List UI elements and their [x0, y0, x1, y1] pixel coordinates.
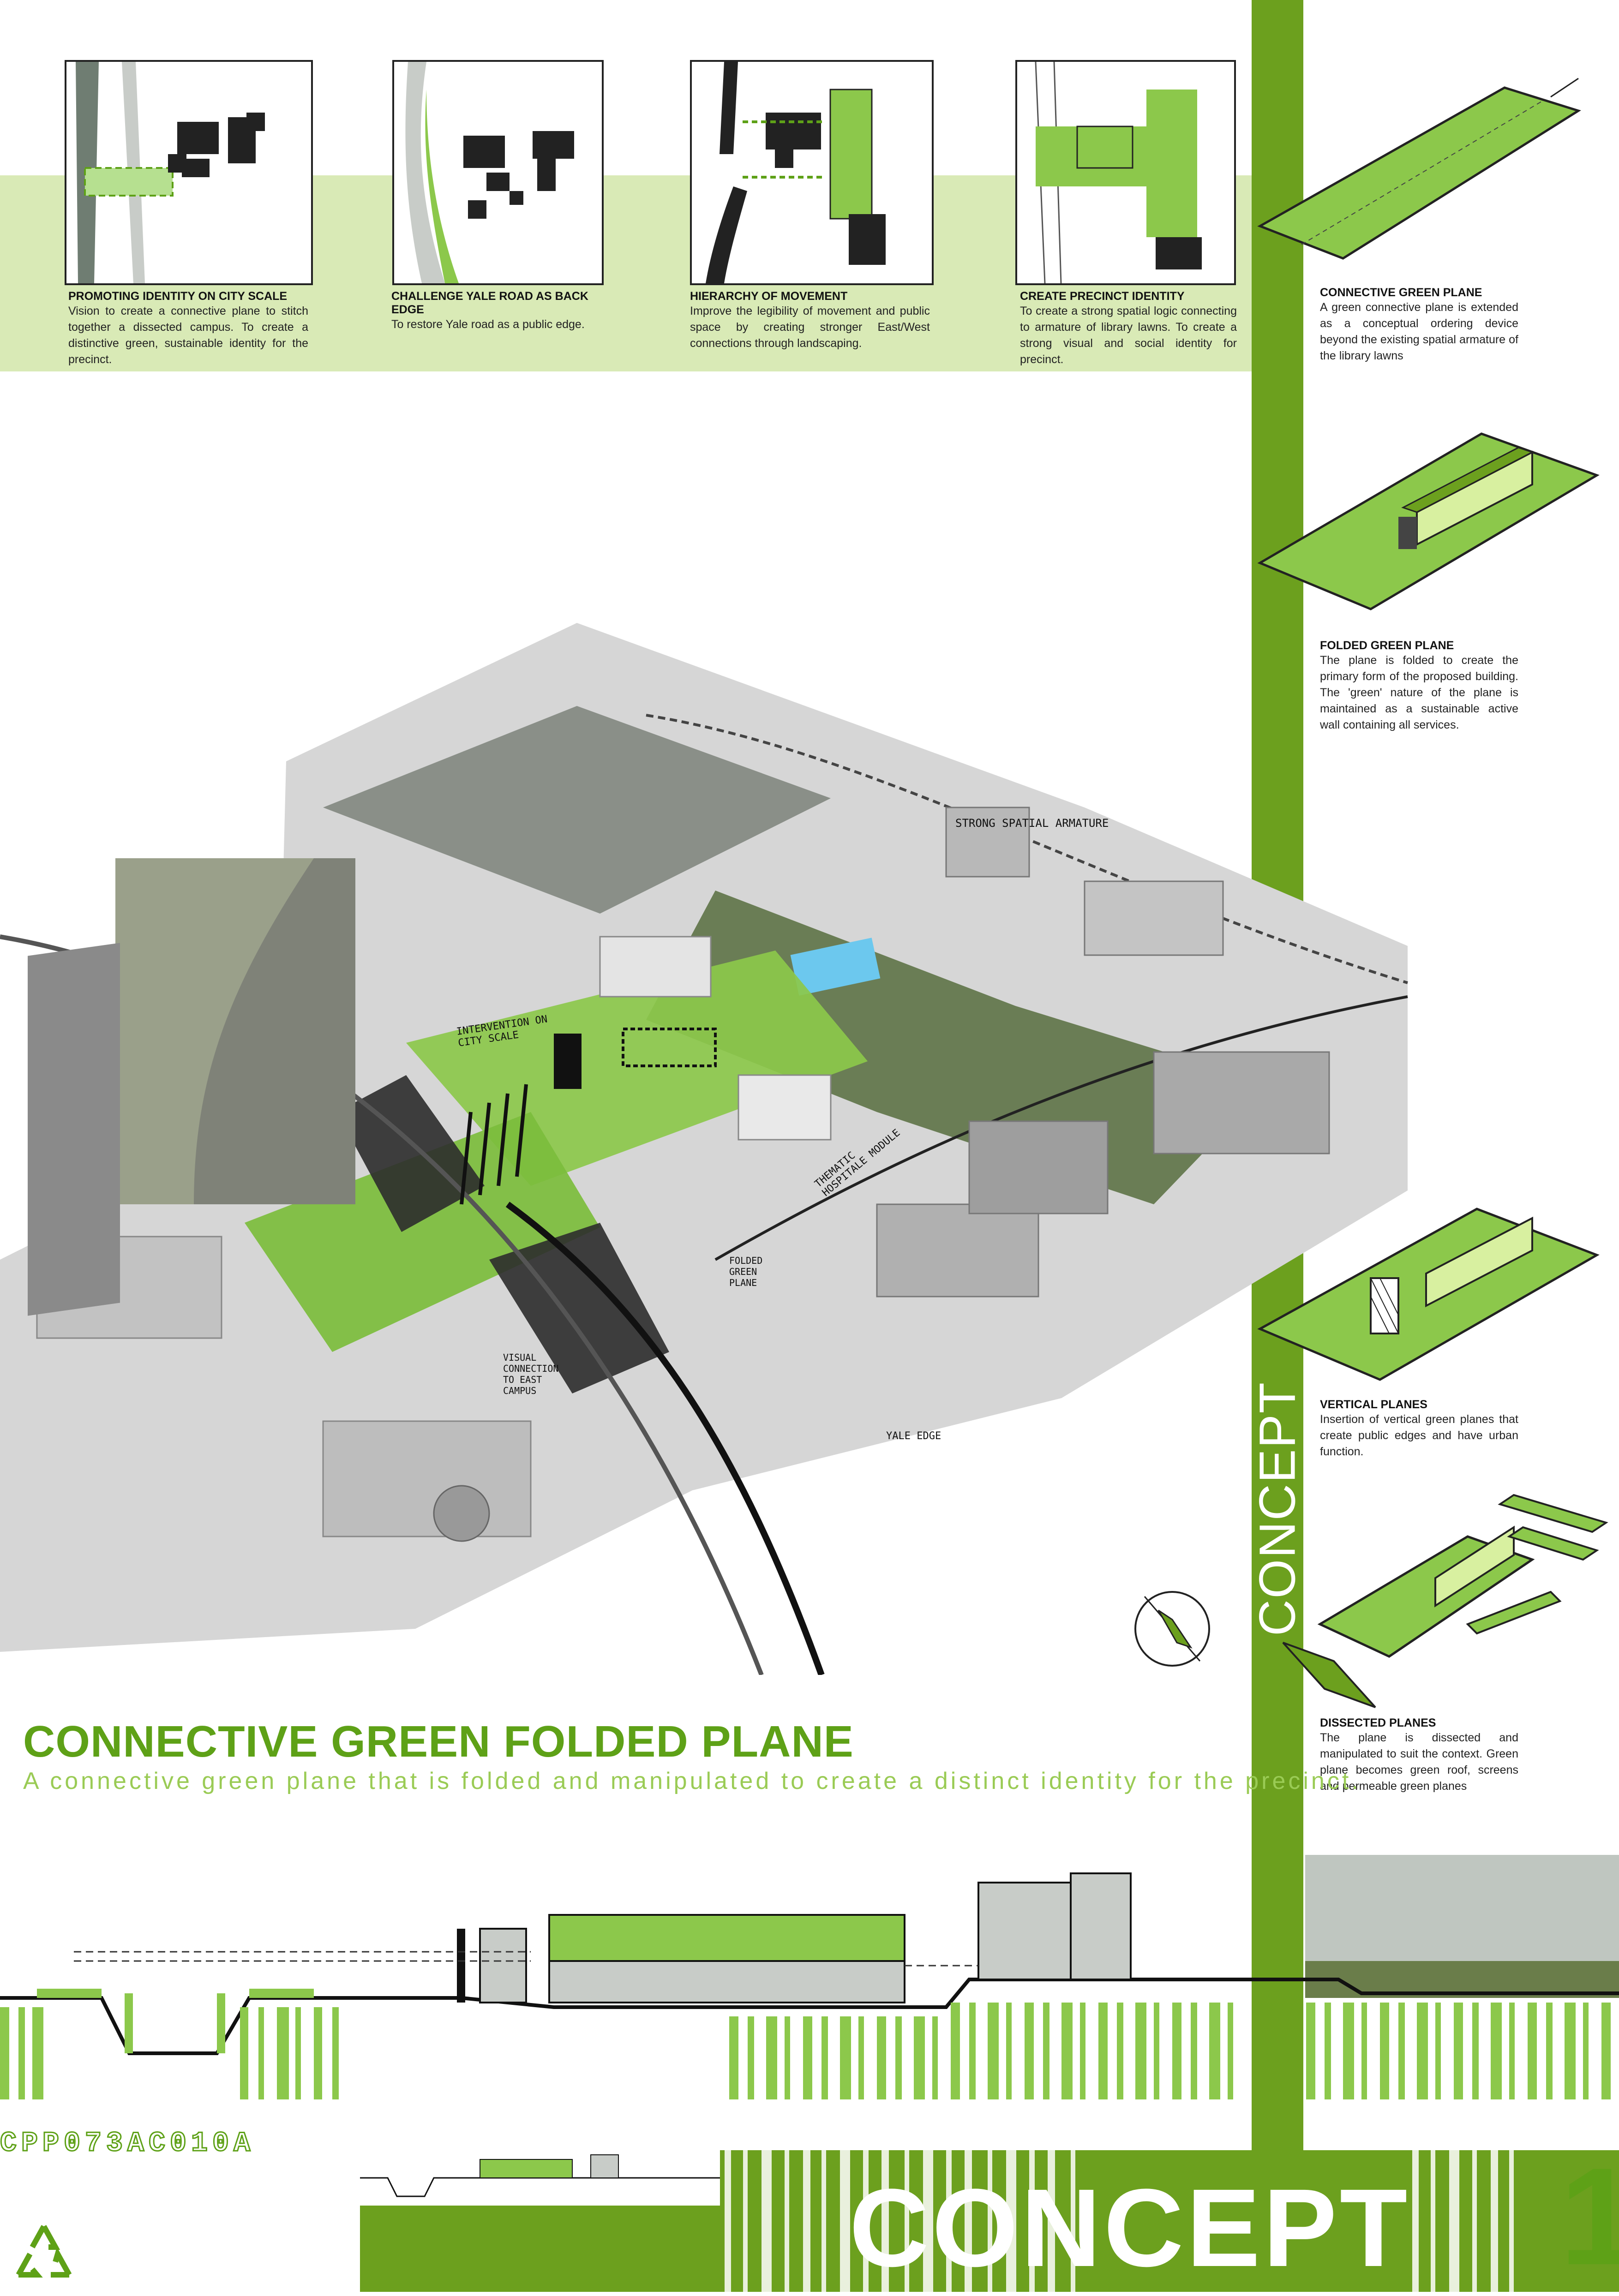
side-text-dissected: DISSECTED PLANES The plane is dissected …	[1320, 1716, 1518, 1794]
sketch-yale-road	[392, 60, 604, 285]
annotation-strong-spatial: STRONG SPATIAL ARMATURE	[955, 817, 1109, 830]
sketch-text-yale-road: CHALLENGE YALE ROAD AS BACK EDGE To rest…	[391, 290, 604, 333]
sketch-description: Improve the legibility of movement and p…	[690, 305, 930, 350]
annotation-visual: VISUAL CONNECTION TO EAST CAMPUS	[503, 1352, 559, 1396]
sheet-number: 1	[1560, 2139, 1619, 2294]
sketch-precinct	[1015, 60, 1236, 285]
sketch-description: To create a strong spatial logic connect…	[1020, 305, 1237, 366]
sketch-city-scale	[65, 60, 313, 285]
annotation-folded: FOLDED GREEN PLANE	[729, 1255, 763, 1288]
diagram-dissected-planes	[1274, 1486, 1611, 1716]
side-title: VERTICAL PLANES	[1320, 1398, 1427, 1411]
sketch-title: HIERARCHY OF MOVEMENT	[690, 290, 848, 303]
sketch-text-movement: HIERARCHY OF MOVEMENT Improve the legibi…	[690, 290, 930, 352]
annotation-yale: YALE EDGE	[886, 1430, 941, 1442]
sketch-description: Vision to create a connective plane to s…	[68, 305, 308, 366]
side-description: The plane is folded to create the primar…	[1320, 654, 1518, 731]
side-description: Insertion of vertical green planes that …	[1320, 1413, 1518, 1458]
diagram-connective-plane	[1255, 69, 1588, 286]
footer-section-mini	[360, 2150, 720, 2206]
sketch-text-city-scale: PROMOTING IDENTITY ON CITY SCALE Vision …	[68, 290, 308, 368]
sketch-title: CREATE PRECINCT IDENTITY	[1020, 290, 1185, 303]
sketch-title: PROMOTING IDENTITY ON CITY SCALE	[68, 290, 288, 303]
sketch-description: To restore Yale road as a public edge.	[391, 318, 585, 331]
side-title: DISSECTED PLANES	[1320, 1716, 1436, 1729]
main-title: CONNECTIVE GREEN FOLDED PLANE	[23, 1717, 854, 1766]
side-description: The plane is dissected and manipulated t…	[1320, 1731, 1518, 1793]
sketch-title: CHALLENGE YALE ROAD AS BACK EDGE	[391, 290, 588, 316]
side-text-vertical: VERTICAL PLANES Insertion of vertical gr…	[1320, 1398, 1518, 1460]
sheet-code: CPP073AC010A	[0, 2128, 255, 2160]
side-title: CONNECTIVE GREEN PLANE	[1320, 286, 1482, 299]
diagram-vertical-planes	[1255, 1200, 1601, 1393]
north-arrow-icon	[1131, 1587, 1214, 1670]
side-description: A green connective plane is extended as …	[1320, 301, 1518, 362]
main-subtitle: A connective green plane that is folded …	[23, 1768, 1361, 1794]
footer-stripes	[720, 2150, 1619, 2292]
side-title: FOLDED GREEN PLANE	[1320, 639, 1454, 652]
recycle-icon	[9, 2219, 78, 2289]
footer-concept-title: CONCEPT	[849, 2166, 1410, 2290]
diagram-folded-plane	[1255, 425, 1601, 618]
sketch-text-precinct: CREATE PRECINCT IDENTITY To create a str…	[1020, 290, 1237, 368]
sketch-movement	[690, 60, 934, 285]
side-text-connective: CONNECTIVE GREEN PLANE A green connectiv…	[1320, 286, 1518, 364]
side-text-folded: FOLDED GREEN PLANE The plane is folded t…	[1320, 639, 1518, 733]
aerial-site-diagram	[0, 568, 1431, 1676]
section-drawing	[0, 1855, 1619, 2141]
